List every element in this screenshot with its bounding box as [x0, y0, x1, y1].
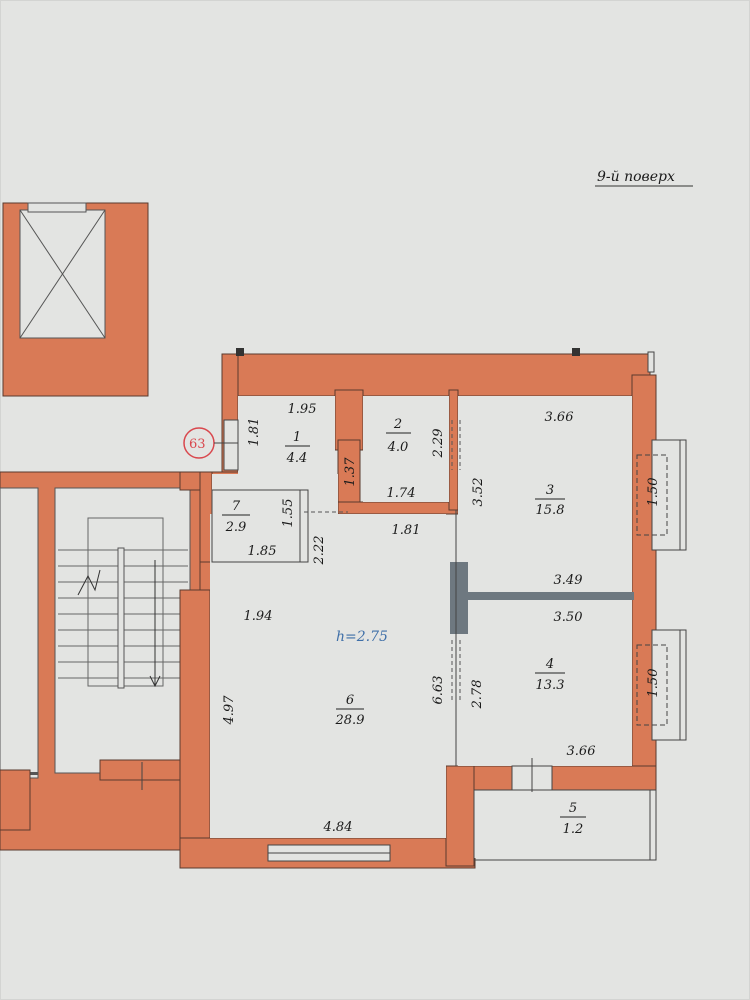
dim-3-66-bottom: 3.66	[567, 744, 596, 759]
svg-text:4.4: 4.4	[286, 451, 308, 466]
stair-landing	[87, 517, 164, 687]
dim-1-81-horizontal: 1.81	[392, 523, 421, 538]
dim-4-97-vertical: 4.97	[222, 695, 237, 726]
elevator-shaft	[2, 202, 149, 397]
structural-column	[450, 562, 468, 634]
elevator-cross-line	[19, 209, 106, 339]
dim-3-52-vertical: 3.52	[471, 478, 486, 507]
room-label-5: 5 1.2	[560, 801, 586, 837]
svg-text:6: 6	[346, 693, 354, 708]
floor-title: 9-й поверх	[597, 169, 675, 185]
dim-2-78-vertical: 2.78	[470, 680, 485, 710]
svg-text:1: 1	[293, 430, 301, 445]
room-4-fill	[458, 600, 632, 766]
dim-1-50-top-vertical: 1.50	[646, 478, 661, 507]
apartment-number: 63	[189, 437, 206, 452]
svg-text:4.0: 4.0	[387, 440, 409, 455]
svg-text:4: 4	[545, 657, 554, 672]
dim-3-50: 3.50	[554, 610, 583, 625]
room-fills	[210, 396, 650, 858]
dim-1-55-vertical: 1.55	[281, 499, 296, 528]
dim-1-37-vertical: 1.37	[343, 457, 358, 487]
dimension-labels: 1.81 1.95 1.37 2.29 1.74 3.66 3.52 1.50 …	[222, 402, 661, 835]
dim-2-29-vertical: 2.29	[431, 429, 446, 459]
stair-handrail	[117, 547, 125, 689]
dim-1-95: 1.95	[288, 402, 317, 417]
svg-text:15.8: 15.8	[536, 503, 565, 518]
wall-marker	[236, 348, 244, 356]
door-openings	[304, 420, 461, 700]
dim-3-49: 3.49	[554, 573, 583, 588]
stair-direction-mark	[77, 569, 101, 596]
room-label-4: 4 13.3	[535, 657, 565, 693]
dim-3-66-top: 3.66	[545, 410, 574, 425]
svg-text:13.3: 13.3	[536, 678, 565, 693]
room-1-fill	[238, 396, 335, 474]
apartment-walls	[179, 353, 657, 869]
dim-1-50-bottom-vertical: 1.50	[646, 669, 661, 698]
svg-text:5: 5	[569, 801, 577, 816]
room-label-6: 6 28.9	[335, 693, 365, 728]
wall-marker	[647, 351, 655, 373]
wall-segment	[0, 769, 31, 831]
room-label-3: 3 15.8	[535, 483, 565, 518]
wall-segment	[99, 759, 181, 781]
svg-text:2.9: 2.9	[225, 520, 247, 535]
room-2-fill	[363, 396, 449, 502]
room-6-fill	[210, 514, 446, 838]
dim-2-22-vertical: 2.22	[312, 536, 327, 566]
entry-door-frame	[223, 419, 239, 471]
svg-text:28.9: 28.9	[335, 713, 365, 728]
dim-1-74: 1.74	[387, 486, 416, 501]
svg-text:7: 7	[232, 499, 241, 514]
room-7-door-wall	[299, 489, 309, 563]
stairwell	[0, 471, 201, 851]
room-5-fill	[474, 790, 650, 858]
ceiling-height: h=2.75	[336, 629, 388, 645]
wall-marker	[572, 348, 580, 356]
dim-1-94: 1.94	[244, 609, 273, 624]
room-3-fill	[458, 396, 632, 592]
dim-6-63-vertical: 6.63	[431, 676, 446, 705]
room-label-2: 2 4.0	[386, 417, 411, 455]
svg-text:1.2: 1.2	[563, 822, 584, 837]
structural-beam	[462, 592, 634, 600]
window-right-upper	[636, 439, 687, 551]
balcony-outline	[473, 789, 657, 861]
dim-1-85: 1.85	[248, 544, 277, 559]
room-label-1: 1 4.4	[285, 430, 310, 466]
room-label-7: 7 2.9	[222, 499, 250, 535]
svg-text:2: 2	[393, 417, 402, 432]
room-7-fill	[212, 490, 304, 562]
window-right-lower	[636, 629, 687, 741]
svg-text:3: 3	[546, 483, 554, 498]
dim-4-84: 4.84	[323, 820, 353, 835]
dim-1-81-vertical: 1.81	[247, 418, 262, 447]
